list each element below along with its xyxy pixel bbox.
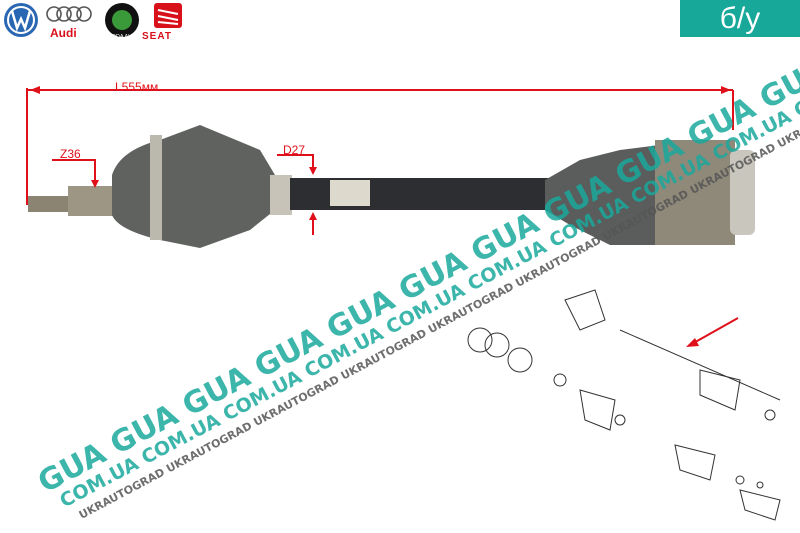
exploded-diagram	[467, 289, 781, 521]
spline-end	[68, 186, 113, 216]
seat-text: SEAT	[142, 31, 172, 42]
dimension-lines	[26, 86, 734, 235]
audi-text: Audi	[50, 26, 77, 40]
brand-logos: Audi SKODA AUTO SEAT	[4, 3, 182, 42]
seat-logo: SEAT	[142, 3, 182, 42]
inner-cv-boot	[545, 145, 660, 245]
length-label: L555мм	[115, 80, 159, 94]
thread-end	[28, 196, 68, 212]
diameter-label: D27	[283, 143, 306, 157]
diagram-arrow	[686, 317, 739, 347]
inner-joint-housing	[655, 140, 735, 245]
outer-cv-boot	[112, 125, 275, 248]
skoda-text: SKODA AUTO	[104, 34, 140, 40]
spline-label: Z36	[60, 147, 81, 161]
used-badge: б/у	[680, 0, 800, 37]
vw-logo	[4, 3, 38, 37]
skoda-logo: SKODA AUTO	[104, 3, 140, 40]
shaft	[290, 178, 550, 210]
audi-logo: Audi	[46, 6, 92, 40]
